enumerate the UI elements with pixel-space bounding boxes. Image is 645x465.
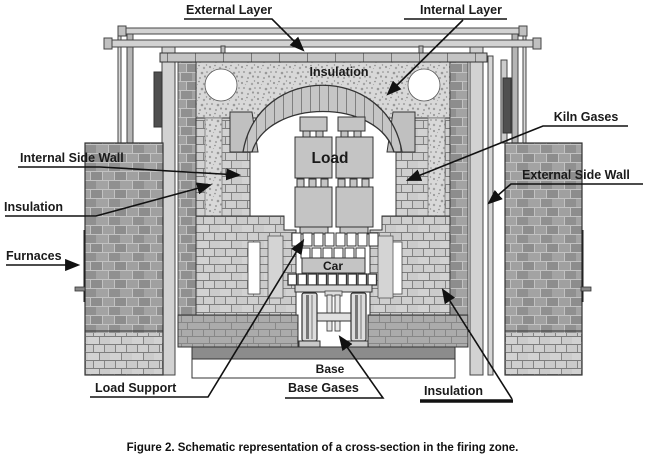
label-kiln-gases: Kiln Gases [554, 110, 619, 124]
label-car: Car [323, 259, 343, 273]
rail-left [298, 340, 321, 348]
label-internal-layer: Internal Layer [420, 3, 502, 17]
load-stack [294, 116, 374, 235]
wheel-right [350, 292, 367, 342]
car-body [301, 257, 366, 274]
leader-kiln-gases [405, 125, 628, 181]
label-furnaces: Furnaces [6, 249, 62, 263]
label-insulation-left: Insulation [4, 200, 63, 214]
label-load-support: Load Support [95, 381, 177, 395]
label-insulation-top: Insulation [309, 65, 368, 79]
leader-external-layer [184, 18, 305, 52]
base-band [191, 358, 456, 379]
label-load: Load [311, 150, 348, 167]
leader-internal-side-wall [18, 166, 242, 181]
burner-port-right [580, 286, 592, 292]
roof-hole-left [204, 68, 238, 102]
sub-car-masonry-left [177, 314, 299, 348]
load-support-blocks [291, 232, 379, 259]
leader-insulation-bottom [441, 288, 513, 400]
leader-external-side-wall [487, 183, 643, 205]
lower-masonry-right [369, 215, 451, 319]
label-external-layer: External Layer [186, 3, 272, 17]
burner-port-left [74, 286, 86, 292]
sub-car-masonry-right [367, 314, 469, 348]
label-external-side-wall: External Side Wall [522, 168, 630, 182]
leader-internal-layer [386, 19, 464, 96]
figure-caption: Figure 2. Schematic representation of a … [126, 442, 519, 454]
labels: External Layer Internal Layer Insulation… [4, 3, 630, 398]
external-layer-top-course [159, 52, 488, 63]
wheel-left [301, 292, 318, 342]
external-side-wall-left [74, 142, 164, 376]
label-insulation-bottom: Insulation [424, 384, 483, 398]
internal-wall-edge-columns [177, 60, 469, 348]
internal-layer-arch [229, 84, 416, 153]
leader-insulation-left [5, 182, 213, 217]
flue-slot-left [247, 241, 261, 295]
label-base: Base [316, 362, 345, 376]
external-side-wall-right [504, 142, 592, 376]
leader-lines [5, 18, 643, 403]
lower-masonry-left [195, 215, 297, 319]
leader-load-support [90, 239, 305, 398]
car-base-blocks [287, 273, 378, 286]
leader-base-gases [285, 335, 385, 399]
label-internal-side-wall: Internal Side Wall [20, 151, 124, 165]
kiln-schematic-canvas: External Layer Internal Layer Insulation… [4, 3, 643, 403]
roof-hole-right [407, 68, 441, 102]
car-wheels [298, 290, 369, 348]
label-base-gases: Base Gases [288, 381, 359, 395]
rail-right [346, 340, 369, 348]
